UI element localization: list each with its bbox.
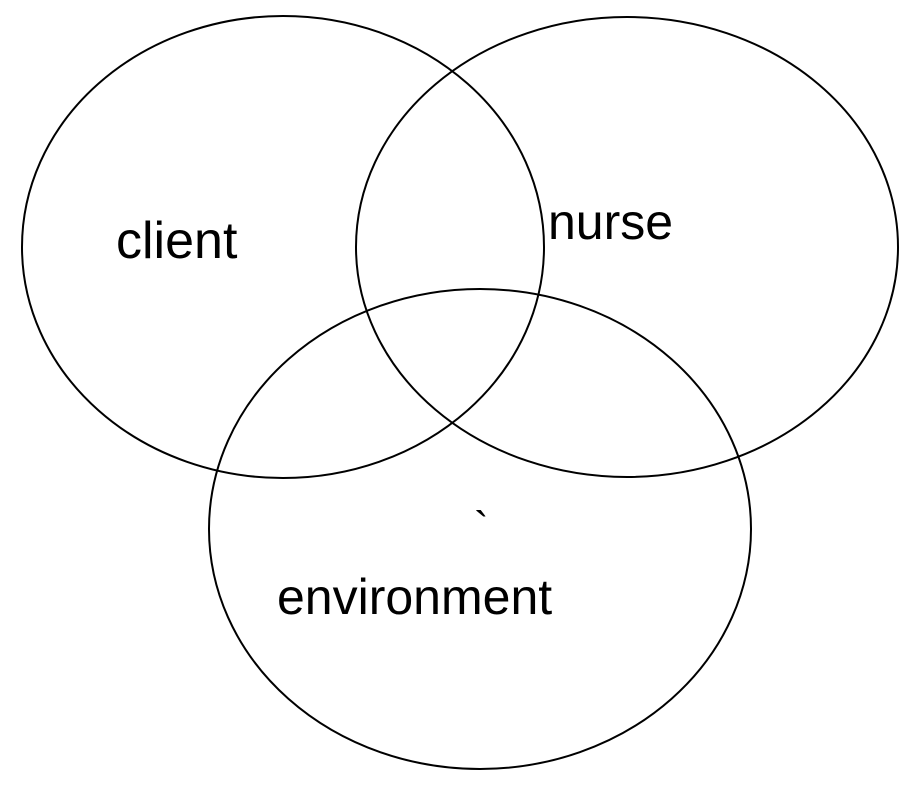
environment-label: environment [277, 569, 552, 625]
backtick-mark: ` [474, 503, 489, 552]
nurse-circle [355, 16, 899, 478]
client-label: client [116, 212, 238, 270]
environment-circle [208, 288, 752, 770]
nurse-label: nurse [548, 194, 673, 250]
client-circle [21, 15, 545, 479]
